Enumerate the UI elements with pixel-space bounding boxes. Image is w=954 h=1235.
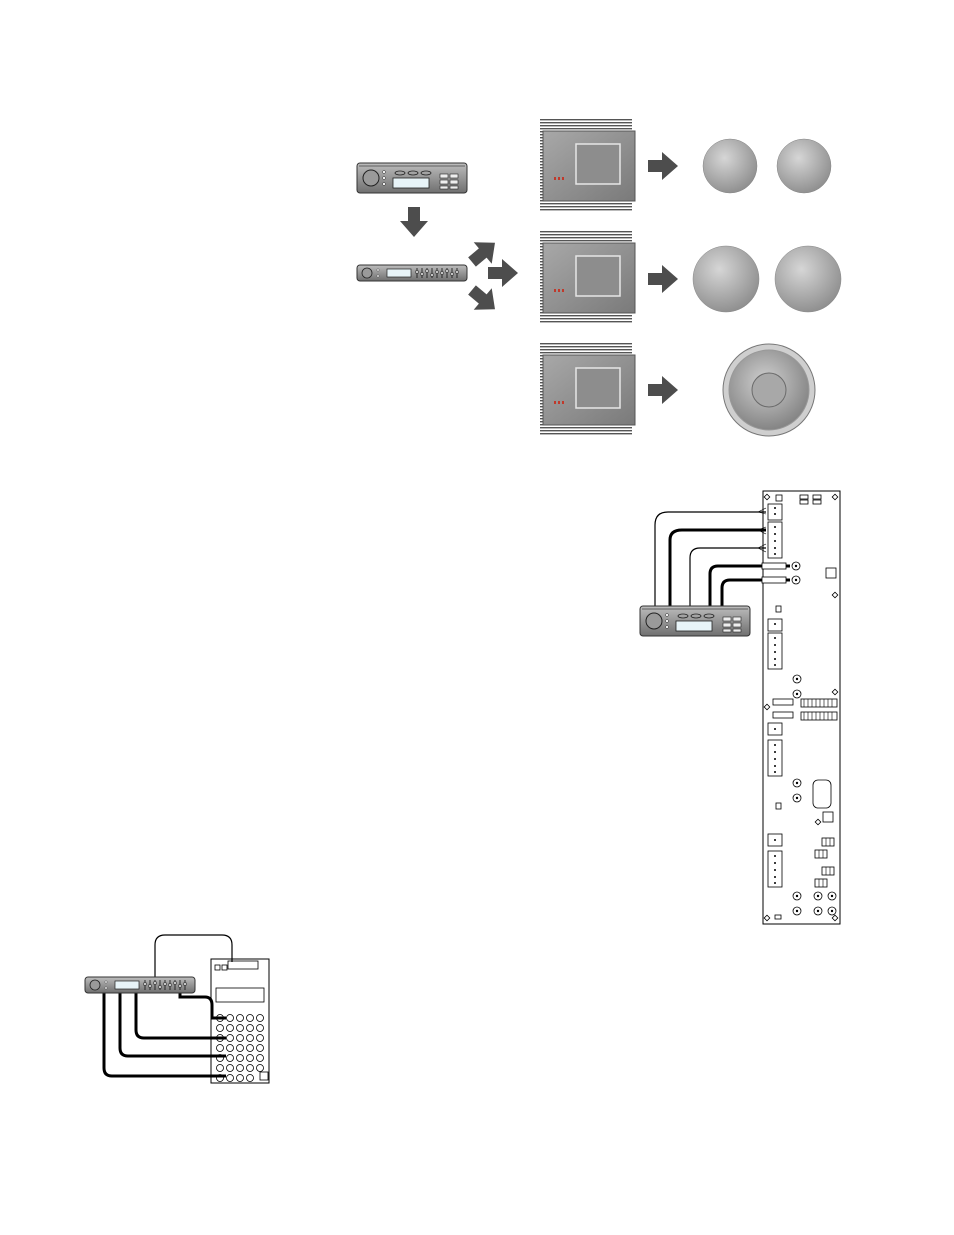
- amplifier-board-wiring: [640, 491, 840, 924]
- arrow-down-icon: [400, 207, 428, 237]
- arrow-right-icon: [648, 265, 678, 293]
- arrow-right-icon: [648, 152, 678, 180]
- small-speaker-pair: [703, 139, 831, 193]
- amplifier-3: [540, 343, 635, 435]
- arrow-right-icon: [648, 376, 678, 404]
- processor-wiring: [85, 935, 269, 1083]
- processor-unit: [357, 265, 467, 281]
- subwoofer: [723, 344, 815, 436]
- arrow-down-right-icon: [463, 279, 504, 320]
- arrow-up-right-icon: [463, 232, 504, 273]
- processor-unit-wiring: [85, 977, 195, 993]
- mid-speaker-pair: [693, 246, 841, 312]
- amplifier-2: [540, 231, 635, 323]
- signal-flow-section: [357, 119, 841, 436]
- head-unit-wiring: [640, 606, 750, 636]
- arrow-right-icon: [488, 259, 518, 287]
- amplifier-1: [540, 119, 635, 211]
- head-unit: [357, 163, 467, 193]
